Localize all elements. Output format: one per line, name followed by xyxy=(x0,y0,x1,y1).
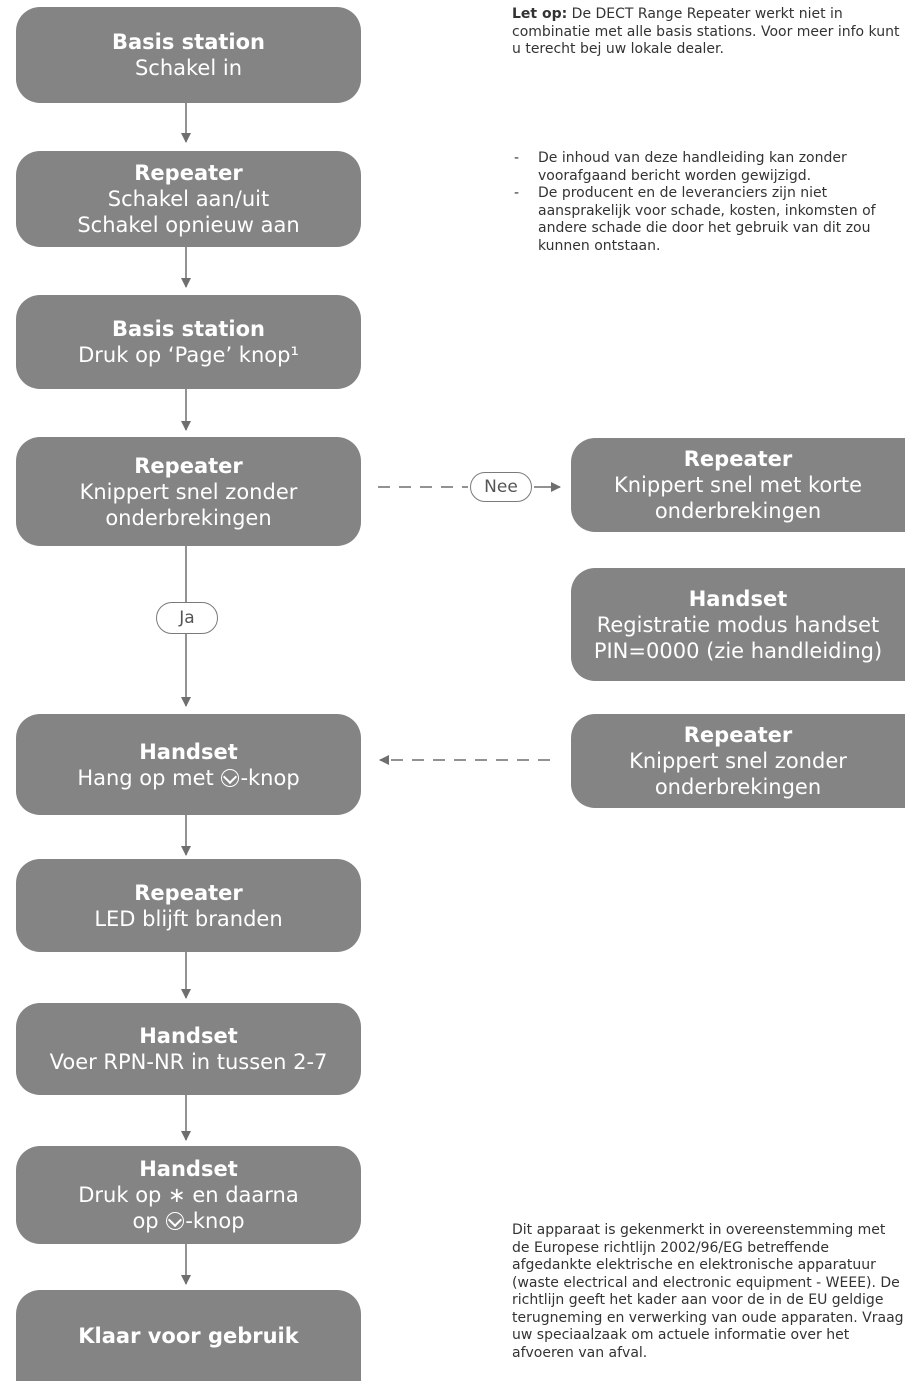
step-title: Repeater xyxy=(683,447,793,471)
step-repeater-led-on: Repeater LED blijft branden xyxy=(16,859,361,952)
hang-up-icon xyxy=(166,1212,185,1230)
step-handset-hang-up: Handset Hang op met -knop xyxy=(16,714,361,815)
step-title: Basis station xyxy=(111,317,265,341)
step-text-pre: op xyxy=(132,1209,166,1233)
step-base-switch-on: Basis station Schakel in xyxy=(16,7,361,103)
disclaimer-list: De inhoud van deze handleiding kan zonde… xyxy=(512,150,905,255)
step-text: Knippert snel met korte xyxy=(613,473,863,497)
step-text: Druk op ‘Page’ knop¹ xyxy=(78,343,299,367)
step-text: Hang op met -knop xyxy=(77,765,299,791)
step-text: onderbrekingen xyxy=(105,505,272,530)
step-repeater-blink-check: Repeater Knippert snel zonder onderbreki… xyxy=(16,437,361,546)
step-title: Repeater xyxy=(683,723,793,747)
step-handset-enter-rpn: Handset Voer RPN-NR in tussen 2-7 xyxy=(16,1003,361,1095)
step-title: Repeater xyxy=(134,453,243,478)
step-text-post: -knop xyxy=(185,1209,245,1233)
caution-text: De DECT Range Repeater werkt niet in com… xyxy=(512,6,900,57)
side-step-repeater-short-breaks: Repeater Knippert snel met korte onderbr… xyxy=(571,438,905,532)
step-ready: Klaar voor gebruik xyxy=(16,1290,361,1381)
step-text: Schakel in xyxy=(134,56,243,80)
decision-yes-label: Ja xyxy=(156,602,218,634)
caution-note: Let op: De DECT Range Repeater werkt nie… xyxy=(512,6,905,59)
side-step-repeater-no-breaks: Repeater Knippert snel zonder onderbreki… xyxy=(571,714,905,808)
step-text-pre: Hang op met xyxy=(77,765,221,790)
side-step-handset-registration: Handset Registratie modus handset PIN=00… xyxy=(571,568,905,681)
hang-up-icon xyxy=(221,768,240,787)
step-title: Handset xyxy=(139,739,238,764)
step-text-post: -knop xyxy=(240,765,300,790)
step-text: Knippert snel zonder xyxy=(79,479,298,504)
step-text: LED blijft branden xyxy=(94,906,283,931)
weee-note: Dit apparaat is gekenmerkt in overeenste… xyxy=(512,1222,904,1361)
step-base-page: Basis station Druk op ‘Page’ knop¹ xyxy=(16,295,361,389)
step-title: Klaar voor gebruik xyxy=(78,1323,299,1348)
step-text: onderbrekingen xyxy=(654,499,822,523)
step-handset-star-key: Handset Druk op ∗ en daarna op -knop xyxy=(16,1146,361,1244)
step-text: Voer RPN-NR in tussen 2-7 xyxy=(49,1050,328,1074)
caution-label: Let op: xyxy=(512,6,568,22)
step-text: Schakel aan/uit xyxy=(107,187,270,211)
step-text: PIN=0000 (zie handleiding) xyxy=(593,638,883,663)
decision-no-label: Nee xyxy=(470,472,532,502)
step-title: Basis station xyxy=(111,30,265,54)
step-text: onderbrekingen xyxy=(654,775,822,799)
step-text: Schakel opnieuw aan xyxy=(77,213,300,237)
step-text: op -knop xyxy=(132,1208,244,1234)
disclaimer-item: De inhoud van deze handleiding kan zonde… xyxy=(512,150,905,185)
step-text: Knippert snel zonder xyxy=(629,749,847,773)
step-title: Handset xyxy=(139,1157,238,1181)
disclaimer-item: De producent en de leveranciers zijn nie… xyxy=(512,185,905,255)
step-title: Handset xyxy=(688,586,788,611)
step-text: Registratie modus handset xyxy=(596,612,880,637)
step-title: Repeater xyxy=(134,880,243,905)
step-title: Repeater xyxy=(134,161,243,185)
step-title: Handset xyxy=(139,1024,238,1048)
step-repeater-power-cycle: Repeater Schakel aan/uit Schakel opnieuw… xyxy=(16,151,361,247)
step-text: Druk op ∗ en daarna xyxy=(78,1183,299,1207)
